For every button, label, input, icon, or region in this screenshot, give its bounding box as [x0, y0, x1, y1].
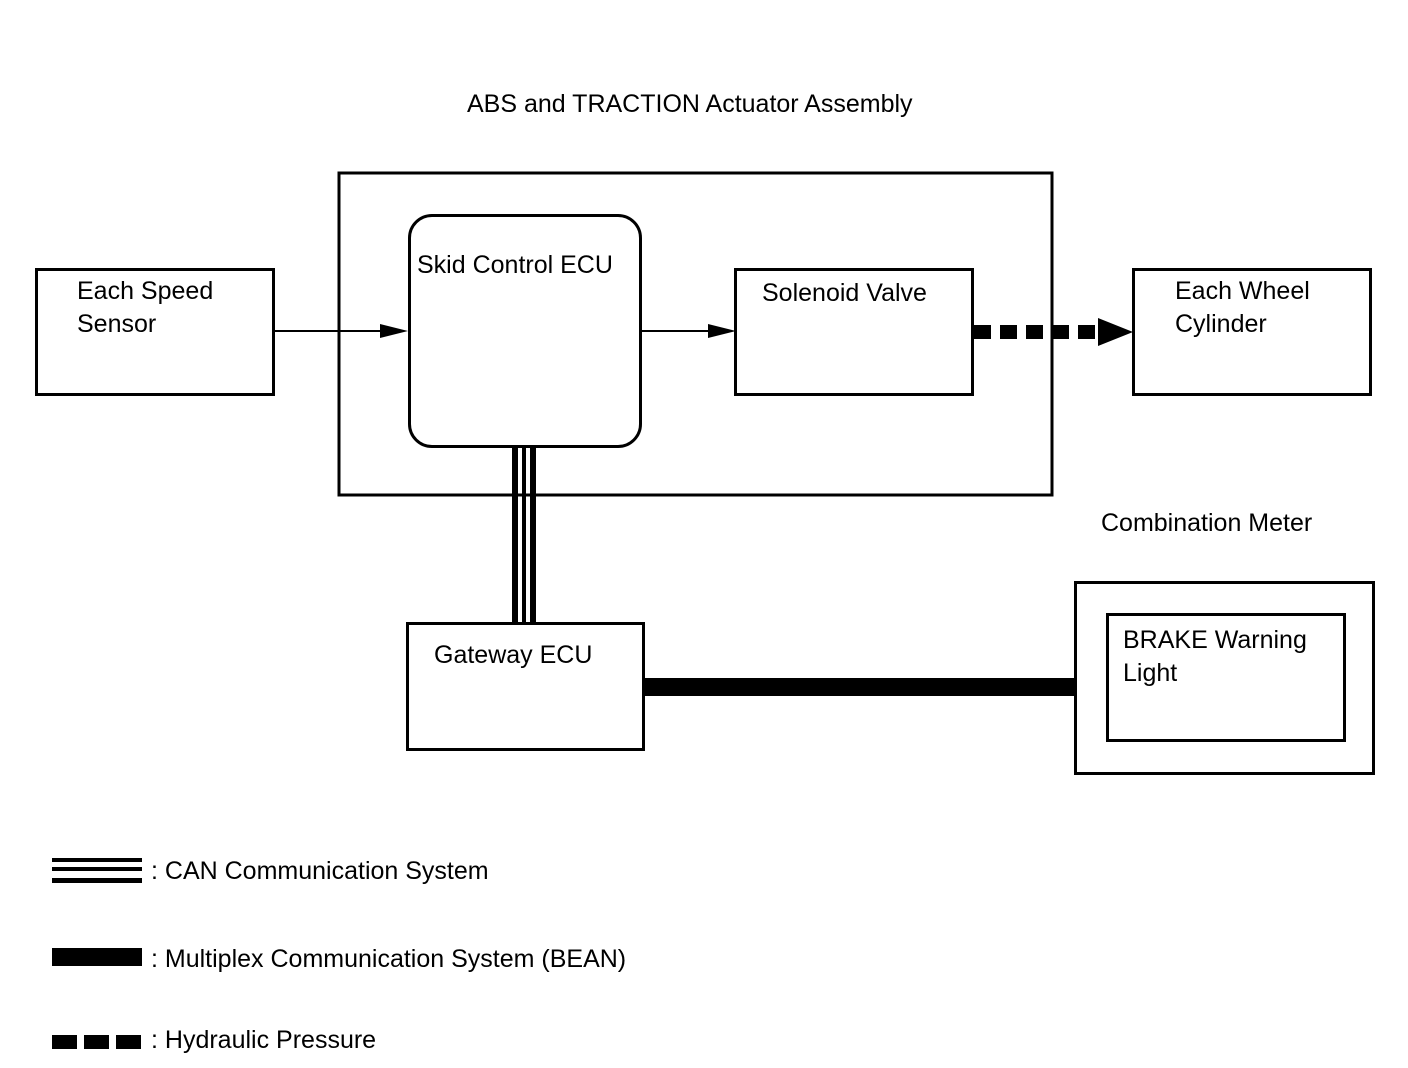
can-bus-line — [512, 447, 536, 624]
legend-can-swatch — [52, 858, 142, 883]
wheel-cylinder-box: Each Wheel Cylinder — [1132, 268, 1372, 396]
solenoid-valve-label: Solenoid Valve — [762, 279, 927, 307]
wheel-cylinder-label: Each Wheel Cylinder — [1175, 277, 1310, 338]
brake-warning-light-box: BRAKE Warning Light — [1106, 613, 1346, 742]
combination-meter-box: BRAKE Warning Light — [1074, 581, 1375, 775]
gateway-ecu-box: Gateway ECU — [406, 622, 645, 751]
gateway-ecu-label: Gateway ECU — [434, 641, 593, 669]
legend-bean-swatch — [52, 948, 142, 966]
legend-bean-label: : Multiplex Communication System (BEAN) — [151, 945, 627, 973]
assembly-title: ABS and TRACTION Actuator Assembly — [467, 90, 913, 118]
signal-arrow-sensor-to-ecu — [274, 324, 408, 338]
hydraulic-pressure-arrow — [974, 318, 1133, 346]
brake-warning-light-label: BRAKE Warning Light — [1123, 626, 1307, 687]
bean-bus-line — [644, 678, 1076, 696]
solenoid-valve-box: Solenoid Valve — [734, 268, 974, 396]
combination-meter-title: Combination Meter — [1101, 509, 1313, 537]
legend-hydraulic-label: : Hydraulic Pressure — [151, 1026, 377, 1054]
skid-control-ecu-label: Skid Control ECU — [417, 251, 613, 279]
signal-arrow-ecu-to-valve — [641, 324, 736, 338]
legend-hydraulic-swatch — [52, 1035, 141, 1049]
speed-sensor-box: Each Speed Sensor — [35, 268, 275, 396]
skid-control-ecu-box: Skid Control ECU — [408, 214, 642, 448]
legend-can-label: : CAN Communication System — [151, 857, 489, 885]
speed-sensor-label: Each Speed Sensor — [77, 277, 214, 338]
